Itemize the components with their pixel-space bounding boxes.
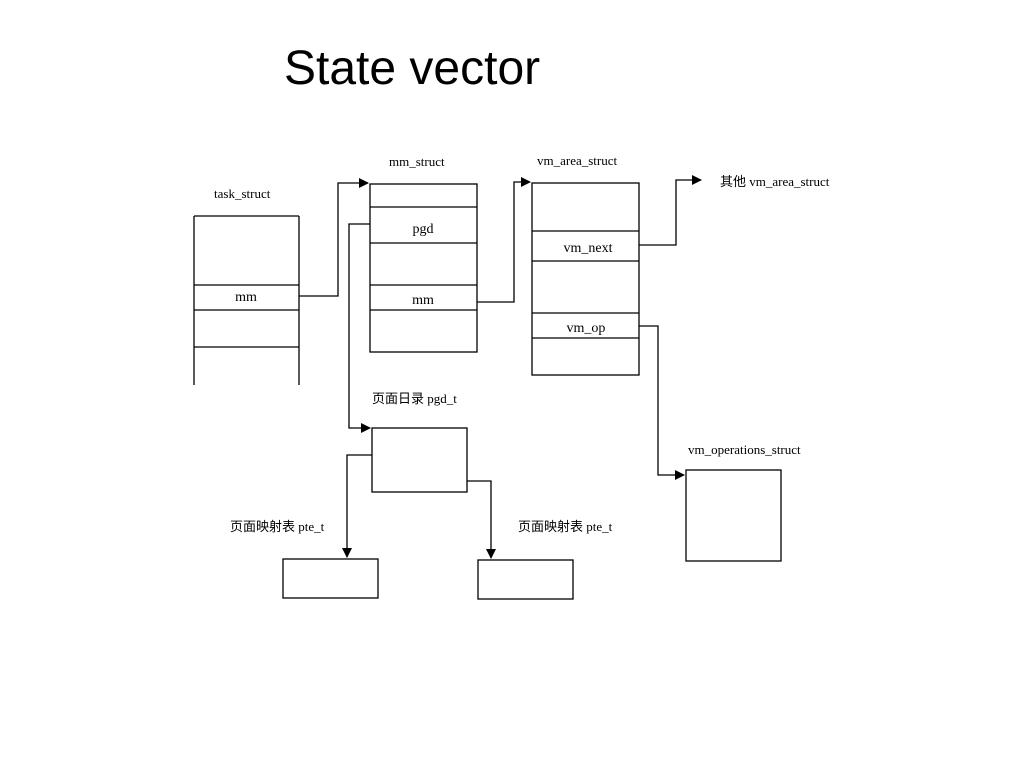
arrow-pgd-to-page-directory <box>348 223 371 433</box>
arrow-vm-next-to-other <box>639 175 702 246</box>
mm-struct-pgd-field: pgd <box>413 222 434 237</box>
slide-title: State vector <box>284 42 541 95</box>
vm-operations-struct-node: vm_operations_struct <box>685 442 801 562</box>
arrow-vm-op-to-operations <box>639 325 685 480</box>
task-struct-node: task_struct mm <box>193 186 300 385</box>
page-table-right-node: 页面映射表 pte_t <box>477 519 613 600</box>
vm-area-struct-label: vm_area_struct <box>537 153 618 168</box>
vm-area-struct-node: vm_area_struct vm_next vm_op <box>531 153 640 376</box>
page-table-right-label: 页面映射表 pte_t <box>518 519 613 534</box>
vm-area-vm-op-field: vm_op <box>567 321 606 336</box>
page-table-left-node: 页面映射表 pte_t <box>230 519 379 599</box>
page-directory-node: 页面日录 pgd_t <box>371 391 468 493</box>
mm-struct-node: mm_struct pgd mm <box>369 154 478 353</box>
mm-struct-label: mm_struct <box>389 154 445 169</box>
other-vm-area-label: 其他 vm_area_struct <box>720 174 830 189</box>
page-table-left-label: 页面映射表 pte_t <box>230 519 325 534</box>
arrow-mm-to-vm-area <box>477 177 531 303</box>
task-struct-label: task_struct <box>214 186 271 201</box>
arrow-directory-to-right-table <box>467 480 496 559</box>
mm-struct-mm-field: mm <box>412 293 434 308</box>
task-struct-mm-field: mm <box>235 290 257 305</box>
page-directory-label: 页面日录 pgd_t <box>372 391 457 406</box>
arrow-task-mm-to-mm-struct <box>299 178 369 297</box>
vm-operations-struct-label: vm_operations_struct <box>688 442 801 457</box>
vm-area-vm-next-field: vm_next <box>564 241 613 256</box>
arrow-directory-to-left-table <box>342 454 372 558</box>
